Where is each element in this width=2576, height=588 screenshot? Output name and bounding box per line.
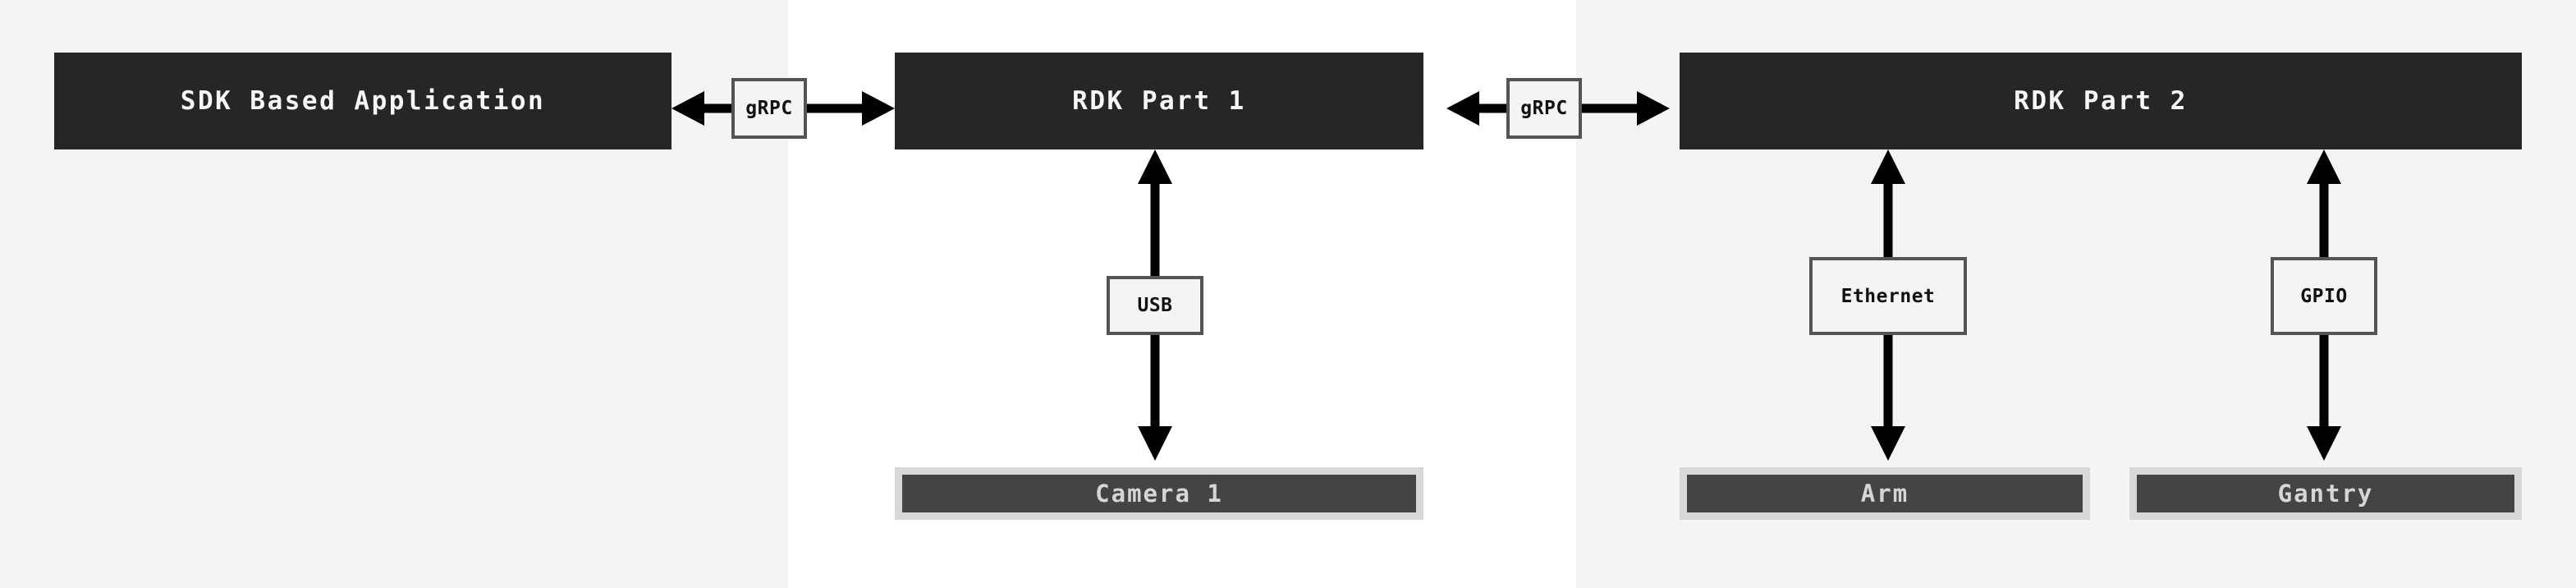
- chip-gpio[interactable]: GPIO: [2271, 257, 2377, 335]
- node-label: Gantry: [2277, 480, 2374, 508]
- node-camera-1[interactable]: Camera 1: [895, 467, 1423, 520]
- node-rdk-part-1[interactable]: RDK Part 1: [895, 53, 1423, 149]
- node-rdk-part-2[interactable]: RDK Part 2: [1680, 53, 2522, 149]
- node-arm[interactable]: Arm: [1680, 467, 2090, 520]
- node-label: RDK Part 1: [1072, 86, 1246, 116]
- node-label: RDK Part 2: [2014, 86, 2188, 116]
- node-sdk-based-application[interactable]: SDK Based Application: [54, 53, 672, 149]
- node-gantry[interactable]: Gantry: [2129, 467, 2522, 520]
- node-label: Camera 1: [1095, 480, 1223, 508]
- chip-label: Ethernet: [1840, 285, 1936, 307]
- chip-grpc-left[interactable]: gRPC: [731, 78, 807, 139]
- chip-ethernet[interactable]: Ethernet: [1809, 257, 1967, 335]
- chip-usb[interactable]: USB: [1107, 276, 1203, 335]
- chip-label: GPIO: [2300, 285, 2348, 307]
- node-label: Arm: [1860, 480, 1909, 508]
- chip-grpc-right[interactable]: gRPC: [1506, 78, 1582, 139]
- chip-label: gRPC: [745, 98, 793, 119]
- chip-label: USB: [1137, 295, 1173, 316]
- chip-label: gRPC: [1520, 98, 1568, 119]
- node-label: SDK Based Application: [180, 86, 546, 116]
